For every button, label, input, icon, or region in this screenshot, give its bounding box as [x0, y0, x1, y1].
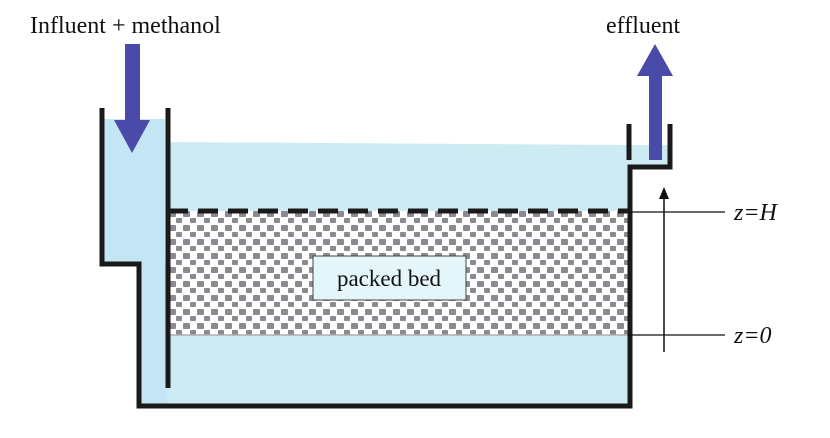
- influent-arrow-icon: [114, 44, 150, 153]
- inlet-lower-water: [139, 262, 167, 404]
- packed-bed-label-box: [312, 255, 467, 301]
- effluent-arrow-icon: [637, 44, 673, 160]
- packed-bed-label: packed bed: [337, 266, 442, 291]
- effluent-label: effluent: [606, 13, 681, 39]
- influent-label: Influent + methanol: [30, 13, 221, 39]
- z-bottom-label: z=0: [733, 323, 772, 349]
- z-top-label: z=H: [733, 200, 779, 226]
- height-axis-arrowhead-icon: [659, 187, 669, 199]
- tank-outer-wall: [99, 108, 673, 409]
